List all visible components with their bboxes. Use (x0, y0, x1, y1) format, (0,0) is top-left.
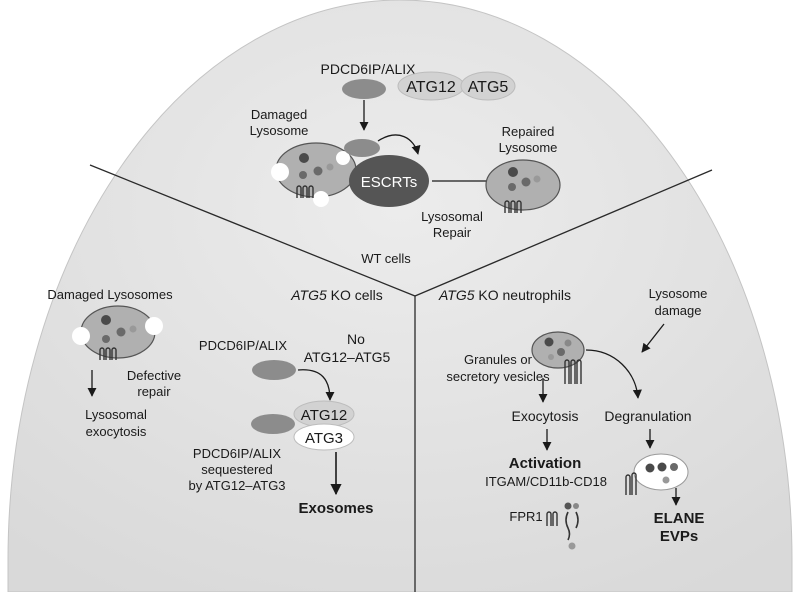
wt-atg5-label: ATG5 (468, 79, 509, 96)
neut-degranulation-label: Degranulation (604, 408, 691, 424)
ko-atg3-label: ATG3 (305, 430, 343, 447)
ko-neutrophils-section: ATG5 KO neutrophils Lysosome damage Gran… (438, 286, 707, 550)
background-dome (7, 0, 793, 592)
neut-title: ATG5 KO neutrophils (438, 287, 571, 303)
ko-alix-bound-oval (251, 414, 295, 434)
wt-section: PDCD6IP/ALIX ATG12 ATG5 Damaged Lysosome… (250, 61, 561, 266)
ko-exosomes-label: Exosomes (298, 500, 373, 517)
ko-no-label-2: ATG12–ATG5 (304, 349, 391, 365)
neut-exocytosis-label: Exocytosis (512, 408, 579, 424)
ko-defective-label-1: Defective (127, 368, 181, 383)
wt-alix-on-lysosome (344, 139, 380, 157)
wt-damaged-label-2: Lysosome (250, 123, 309, 138)
neut-fpr1-label: FPR1 (509, 509, 542, 524)
wt-escrts-oval (349, 155, 429, 207)
neut-integrin-receptor (564, 502, 579, 550)
wt-damaged-label-1: Damaged (251, 107, 307, 122)
wt-repair-label-2: Repair (433, 225, 472, 240)
neut-activation-label: Activation (509, 455, 582, 472)
wt-repaired-label-1: Repaired (502, 124, 555, 139)
divider-right (414, 169, 713, 297)
ko-seq-label-3: by ATG12–ATG3 (188, 478, 285, 493)
ko-exocytosis-label-2: exocytosis (86, 424, 147, 439)
ko-atg12-label: ATG12 (301, 407, 347, 424)
wt-atg12-label: ATG12 (406, 79, 456, 96)
neut-damage-label-2: damage (655, 303, 702, 318)
ko-damaged-label: Damaged Lysosomes (47, 287, 173, 302)
ko-seq-label-2: sequestered (201, 462, 273, 477)
ko-exocytosis-label-1: Lysosomal (85, 407, 147, 422)
neut-itgam-label: ITGAM/CD11b-CD18 (485, 474, 607, 489)
ko-no-label-1: No (347, 331, 365, 347)
wt-damaged-lysosome (271, 142, 357, 207)
ko-cells-section: ATG5 KO cells Damaged Lysosomes Defectiv… (47, 287, 390, 517)
wt-alix-oval (342, 79, 386, 99)
ko-seq-label-1: PDCD6IP/ALIX (193, 446, 281, 461)
wt-atg5-oval (460, 71, 516, 101)
wt-repair-label-1: Lysosomal (421, 209, 483, 224)
neut-elane-label-1: ELANE (654, 510, 705, 527)
wt-cells-label: WT cells (361, 251, 411, 266)
neut-damage-label-1: Lysosome (649, 286, 708, 301)
ko-cells-title: ATG5 KO cells (290, 287, 383, 303)
wt-repaired-lysosome (485, 159, 561, 213)
ko-damaged-lysosome (72, 305, 163, 360)
neut-granules-label-2: secretory vesicles (446, 369, 550, 384)
ko-atg3-oval (293, 423, 355, 451)
divider-left (89, 164, 416, 297)
wt-alix-label: PDCD6IP/ALIX (321, 61, 417, 77)
ko-alix-label: PDCD6IP/ALIX (199, 338, 287, 353)
neut-granule (531, 331, 585, 384)
ko-curve-arrow (297, 369, 335, 401)
wt-escrts-label: ESCRTs (361, 174, 417, 191)
ko-defective-label-2: repair (137, 384, 171, 399)
neut-granules-label-1: Granules or (464, 352, 533, 367)
neut-degranulating-vesicle (625, 453, 689, 495)
wt-curve-arrow (377, 134, 421, 155)
neut-curve-arrow (585, 349, 642, 399)
ko-alix-oval (252, 360, 296, 380)
wt-repaired-label-2: Lysosome (499, 140, 558, 155)
neut-elane-label-2: EVPs (660, 528, 698, 545)
neut-fpr1-receptor (546, 511, 558, 526)
neut-damage-arrow (641, 323, 665, 353)
